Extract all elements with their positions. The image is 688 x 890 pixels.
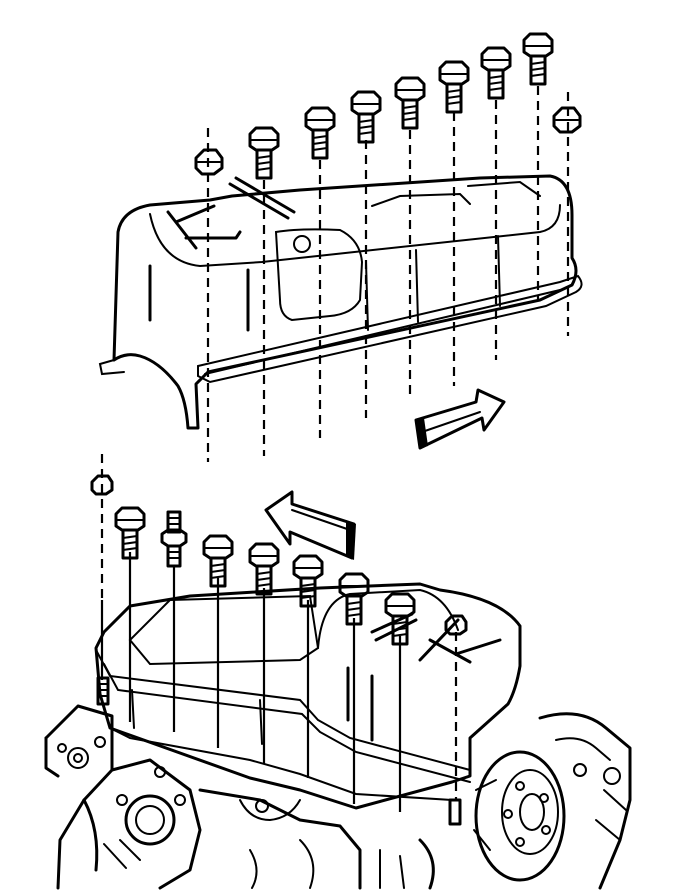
bolt-icon: [304, 106, 336, 160]
crank-pulley: [473, 750, 566, 882]
lower-bolt-centerlines: [100, 454, 458, 812]
stud-nut-icon: [194, 148, 224, 176]
bolt-icon: [384, 592, 416, 646]
bolt-icon: [248, 126, 280, 180]
bolt-icon: [202, 534, 234, 588]
bolt-icon: [338, 572, 370, 626]
bolt-icon: [114, 506, 146, 560]
stud-nut-icon: [552, 106, 582, 134]
bolt-icon: [480, 46, 512, 100]
upper-bolt-centerlines: [206, 86, 570, 462]
stud-icon: [160, 510, 188, 568]
bolt-icon: [394, 76, 426, 130]
stud-nut-icon: [444, 614, 468, 636]
bolt-icon: [522, 32, 554, 86]
bolt-icon: [438, 60, 470, 114]
arrow-right-icon: [414, 388, 506, 450]
engine-block: [44, 704, 632, 890]
bolt-icon: [248, 542, 280, 596]
bolt-icon: [292, 554, 324, 608]
lower-valve-cover: [94, 582, 522, 826]
upper-fasteners: [194, 32, 582, 180]
arrow-left-icon: [264, 490, 356, 560]
stud-nut-icon: [90, 474, 114, 496]
lower-fasteners: [90, 474, 468, 646]
upper-valve-cover: [98, 174, 583, 430]
bolt-icon: [350, 90, 382, 144]
